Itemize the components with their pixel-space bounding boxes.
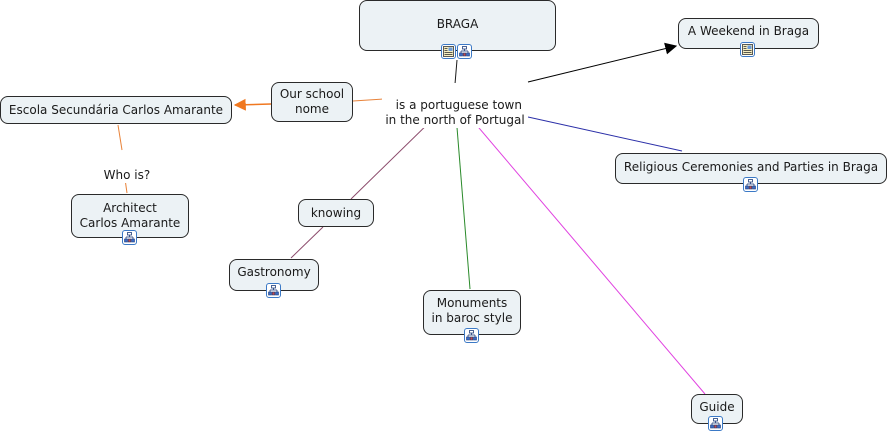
concept-node-monuments[interactable]: Monuments in baroc style bbox=[423, 290, 521, 335]
concept-label: knowing bbox=[310, 206, 362, 220]
link-phrase-to-guide bbox=[467, 114, 706, 395]
linking-phrase-who-is[interactable]: Who is? bbox=[96, 153, 150, 183]
link-phrase-to-school-nome bbox=[352, 98, 384, 102]
document-resource-icon[interactable] bbox=[441, 44, 456, 59]
concept-map-resource-icon[interactable] bbox=[266, 283, 281, 298]
concept-node-escola-secundaria[interactable]: Escola Secundária Carlos Amarante bbox=[0, 96, 232, 124]
link-phrase-to-weekend bbox=[527, 42, 678, 83]
link-braga-to-phrase bbox=[454, 59, 458, 85]
concept-label: Our school nome bbox=[279, 87, 345, 116]
concept-map-resource-icon[interactable] bbox=[457, 44, 472, 59]
linking-phrase-label: is a portuguese town in the north of Por… bbox=[385, 98, 525, 127]
link-escola-to-whois bbox=[117, 124, 123, 151]
concept-node-architect[interactable]: Architect Carlos Amarante bbox=[71, 194, 189, 238]
concept-label: Guide bbox=[699, 400, 735, 414]
concept-map-resource-icon[interactable] bbox=[743, 177, 758, 192]
link-phrase-to-monuments bbox=[455, 114, 471, 290]
concept-label: BRAGA bbox=[436, 17, 479, 31]
link-phrase-to-religious bbox=[527, 116, 683, 152]
concept-label: Gastronomy bbox=[237, 265, 311, 279]
concept-label: Architect Carlos Amarante bbox=[79, 201, 181, 230]
concept-label: Religious Ceremonies and Parties in Brag… bbox=[623, 160, 879, 174]
concept-map-resource-icon[interactable] bbox=[464, 328, 479, 343]
concept-node-gastronomy[interactable]: Gastronomy bbox=[229, 259, 319, 291]
linking-phrase-label: Who is? bbox=[103, 168, 151, 182]
concept-map-resource-icon[interactable] bbox=[708, 416, 723, 431]
document-resource-icon[interactable] bbox=[740, 42, 755, 57]
concept-node-braga[interactable]: BRAGA bbox=[359, 0, 556, 51]
linking-phrase-portuguese-town[interactable]: is a portuguese town in the north of Por… bbox=[382, 83, 528, 128]
concept-node-knowing[interactable]: knowing bbox=[298, 199, 374, 227]
link-school-nome-to-escola bbox=[233, 98, 272, 111]
concept-node-our-school-nome[interactable]: Our school nome bbox=[271, 82, 353, 122]
concept-node-religious-ceremonies[interactable]: Religious Ceremonies and Parties in Brag… bbox=[615, 153, 887, 184]
link-knowing-to-gastronomy bbox=[290, 226, 324, 259]
concept-map-resource-icon[interactable] bbox=[122, 230, 137, 245]
link-phrase-to-knowing bbox=[350, 114, 438, 200]
concept-label: A Weekend in Braga bbox=[687, 24, 810, 38]
concept-label: Monuments in baroc style bbox=[431, 296, 513, 325]
concept-label: Escola Secundária Carlos Amarante bbox=[8, 103, 224, 117]
concept-node-guide[interactable]: Guide bbox=[691, 394, 743, 424]
